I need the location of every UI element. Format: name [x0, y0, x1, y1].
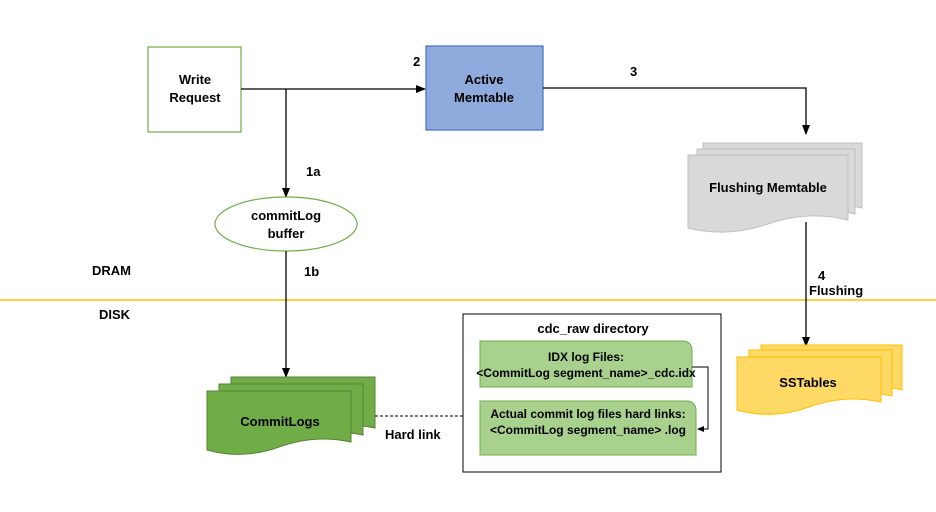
step-4-flushing-label: Flushing	[809, 283, 863, 298]
disk-label: DISK	[99, 307, 131, 322]
commitlogs-node: CommitLogs	[206, 376, 376, 455]
write-request-line2: Request	[169, 90, 221, 105]
commit-log-hard-links-box	[479, 400, 697, 456]
idx-log-files-box	[479, 340, 693, 388]
hard-link-label: Hard link	[385, 427, 441, 442]
flushing-memtable-node: Flushing Memtable	[687, 142, 863, 233]
idx-log-files-line2: <CommitLog segment_name>_cdc.idx	[476, 366, 696, 380]
step-1a-label: 1a	[306, 164, 321, 179]
write-request-node: Write Request	[147, 46, 242, 133]
step-3-label: 3	[630, 64, 637, 79]
active-memtable-line2: Memtable	[454, 90, 514, 105]
dram-label: DRAM	[92, 263, 131, 278]
commit-log-hard-links-line2: <CommitLog segment_name> .log	[490, 423, 686, 437]
cdc-raw-directory: cdc_raw directory IDX log Files: <Commit…	[462, 313, 722, 473]
step-1b-label: 1b	[304, 264, 319, 279]
step-4-label: 4	[818, 268, 826, 283]
step-2-label: 2	[413, 54, 420, 69]
sstables-node: SSTables	[736, 344, 903, 415]
flushing-memtable-label: Flushing Memtable	[709, 180, 827, 195]
idx-to-log-connector	[692, 366, 709, 432]
commit-log-hard-links-line1: Actual commit log files hard links:	[490, 407, 685, 421]
commitlog-buffer-node: commitLog buffer	[214, 196, 358, 252]
commitlogs-label: CommitLogs	[240, 414, 319, 429]
commitlog-buffer-line1: commitLog	[251, 208, 321, 223]
write-request-line1: Write	[179, 72, 211, 87]
sstables-label: SSTables	[779, 375, 837, 390]
commitlog-buffer-line2: buffer	[268, 226, 305, 241]
cdc-raw-directory-title: cdc_raw directory	[537, 321, 649, 336]
active-memtable-node: Active Memtable	[425, 45, 544, 131]
idx-log-files-line1: IDX log Files:	[548, 350, 624, 364]
active-memtable-line1: Active	[464, 72, 503, 87]
arrow-step-3	[543, 87, 810, 135]
